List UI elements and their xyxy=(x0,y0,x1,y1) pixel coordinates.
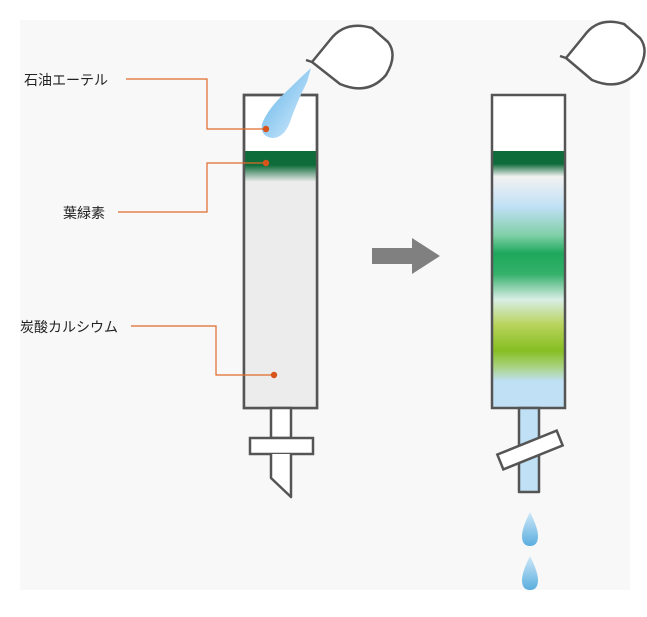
leader-chlorophyll xyxy=(118,159,270,213)
beaker-pouring-icon xyxy=(305,24,394,90)
drop-icon xyxy=(522,512,538,546)
beaker-icon xyxy=(559,20,646,86)
petroleum-ether-stream xyxy=(261,68,311,138)
leader-calcium-carbonate xyxy=(131,325,278,379)
label-chlorophyll: 葉緑素 xyxy=(63,206,105,222)
label-calcium-carbonate: 炭酸カルシウム xyxy=(20,320,118,336)
right-stopcock-open xyxy=(495,406,565,494)
label-petroleum-ether: 石油エーテル xyxy=(24,73,108,89)
left-column xyxy=(242,93,319,410)
leader-petroleum-ether xyxy=(126,78,270,133)
right-column xyxy=(490,93,567,410)
drop-icon xyxy=(522,556,538,590)
arrow-right-icon xyxy=(372,238,440,274)
left-stopcock xyxy=(248,406,315,499)
